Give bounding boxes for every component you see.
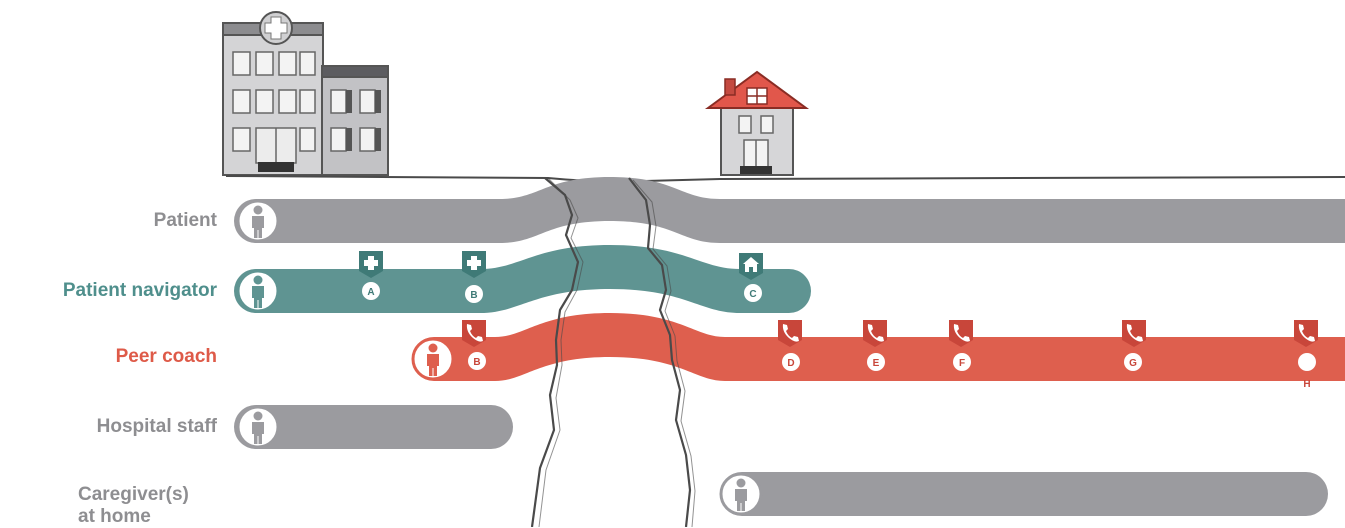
row-label-hospital-staff: Hospital staff [97, 416, 217, 438]
marker-letter: E [873, 358, 880, 369]
caregiver-band [720, 472, 1328, 516]
marker-letter: A [367, 287, 374, 298]
navigator-person-icon [238, 271, 278, 311]
marker-letter: F [959, 358, 965, 369]
patient-person-icon [238, 201, 278, 241]
marker-letter: B [470, 290, 477, 301]
marker-letter: C [749, 289, 756, 300]
marker-letter: H [1303, 379, 1310, 390]
caregiver-label-line1: Caregiver(s) [78, 484, 189, 506]
caregiver-label-line2: at home [78, 506, 189, 528]
ground-line [226, 176, 1345, 182]
row-label-caregiver: Caregiver(s) at home [78, 484, 189, 528]
row-label-peer-coach: Peer coach [116, 346, 217, 368]
marker-letter: D [787, 358, 794, 369]
patient-band [234, 177, 1345, 243]
marker-letter: B [473, 357, 480, 368]
navigator-band [234, 245, 811, 313]
hospital-building-icon [223, 12, 388, 175]
row-label-patient-navigator: Patient navigator [63, 280, 217, 302]
peer-coach-person-icon [413, 339, 453, 379]
marker-letter: G [1129, 358, 1137, 369]
home-building-icon [708, 72, 806, 175]
caregiver-person-icon [721, 474, 761, 514]
row-label-patient: Patient [154, 210, 217, 232]
hospital-staff-person-icon [238, 407, 278, 447]
